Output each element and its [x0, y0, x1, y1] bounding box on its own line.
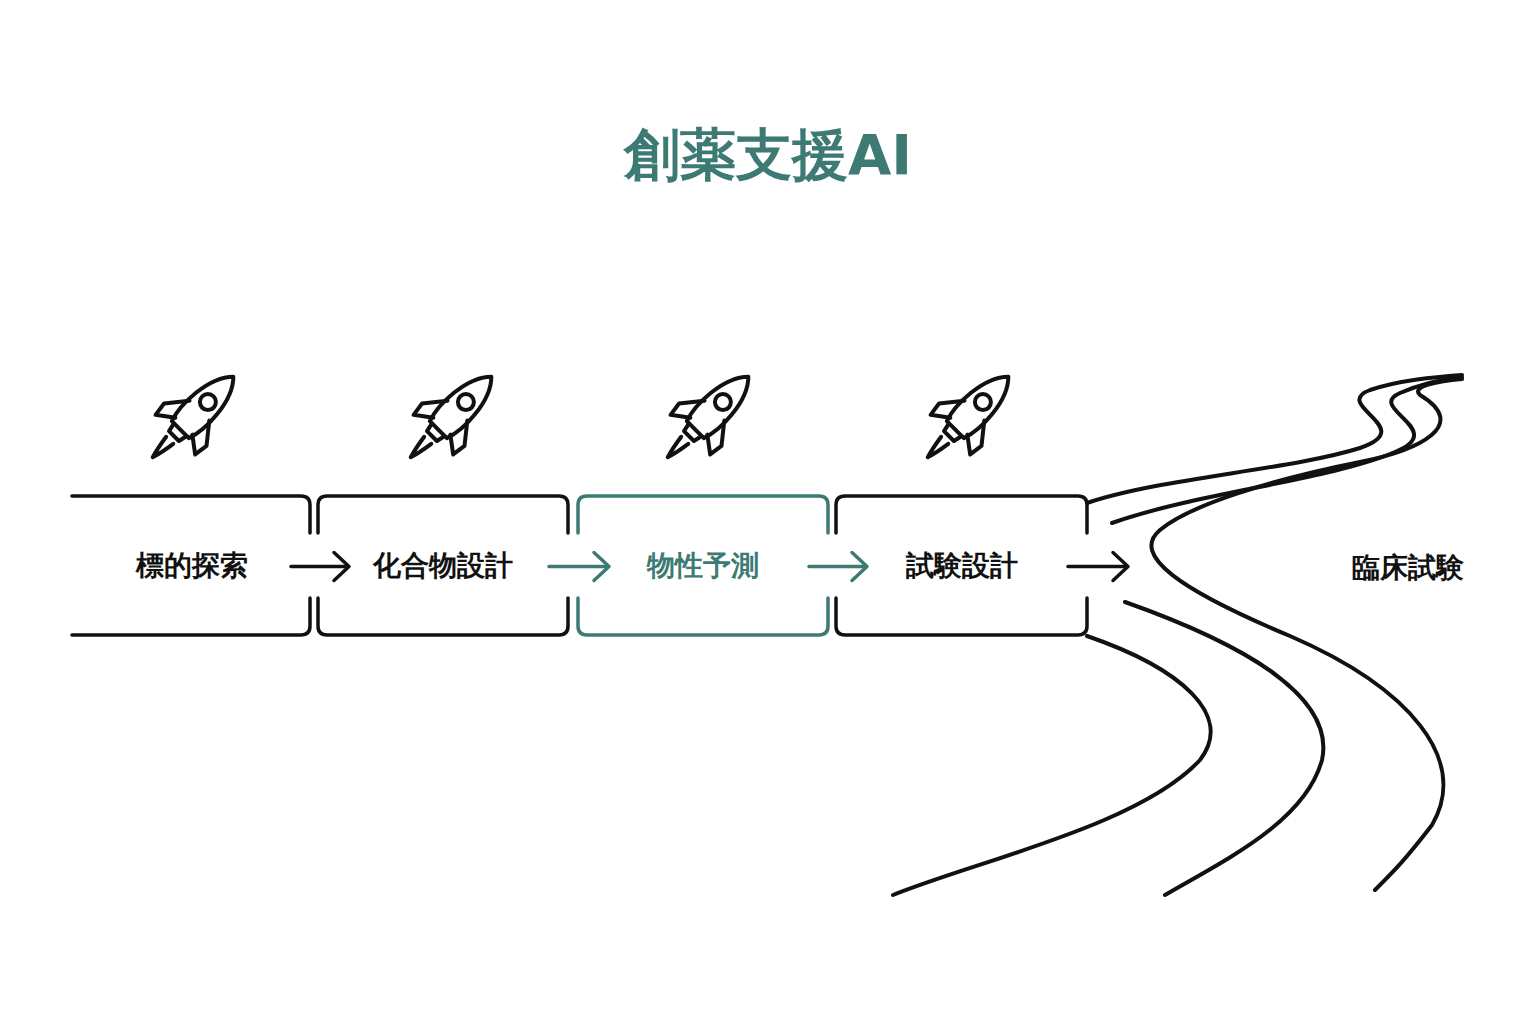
rocket-icons [132, 355, 1030, 478]
rocket-icon [647, 355, 770, 478]
flow-arrow [549, 553, 609, 581]
process-box: 試験設計 [835, 495, 1088, 636]
process-box: 物性予測 [577, 495, 829, 636]
box-border [72, 496, 310, 635]
node-label: 臨床試験 [1352, 549, 1464, 587]
arrow-shaft [291, 565, 347, 569]
arrow-head [1113, 553, 1128, 581]
road-edge [1151, 379, 1462, 890]
rocket-icon [390, 355, 513, 478]
node-label: 化合物設計 [373, 547, 513, 585]
node-label: 物性予測 [647, 547, 759, 585]
node-label: 標的探索 [136, 547, 248, 585]
box-border [578, 496, 828, 635]
rocket-icon [132, 355, 255, 478]
road-edge [1112, 377, 1462, 523]
box-border [318, 496, 568, 635]
goal-label: 臨床試験 [1110, 540, 1500, 596]
process-box: 化合物設計 [317, 495, 569, 636]
node-label: 試験設計 [906, 547, 1018, 585]
arrow-shaft [809, 565, 865, 569]
rocket-icon [907, 355, 1030, 478]
arrow-shaft [1068, 565, 1126, 569]
diagram-title: 創薬支援AI [0, 118, 1536, 194]
process-box: 標的探索 [72, 495, 311, 636]
flow-arrow [291, 553, 349, 581]
flow-arrow [1068, 553, 1128, 581]
box-border [836, 496, 1087, 635]
flow-arrow [809, 553, 867, 581]
arrow-head [334, 553, 349, 581]
road-edge [1125, 602, 1323, 895]
road-edge [893, 636, 1211, 895]
arrow-shaft [549, 565, 607, 569]
arrow-head [594, 553, 609, 581]
arrow-head [852, 553, 867, 581]
